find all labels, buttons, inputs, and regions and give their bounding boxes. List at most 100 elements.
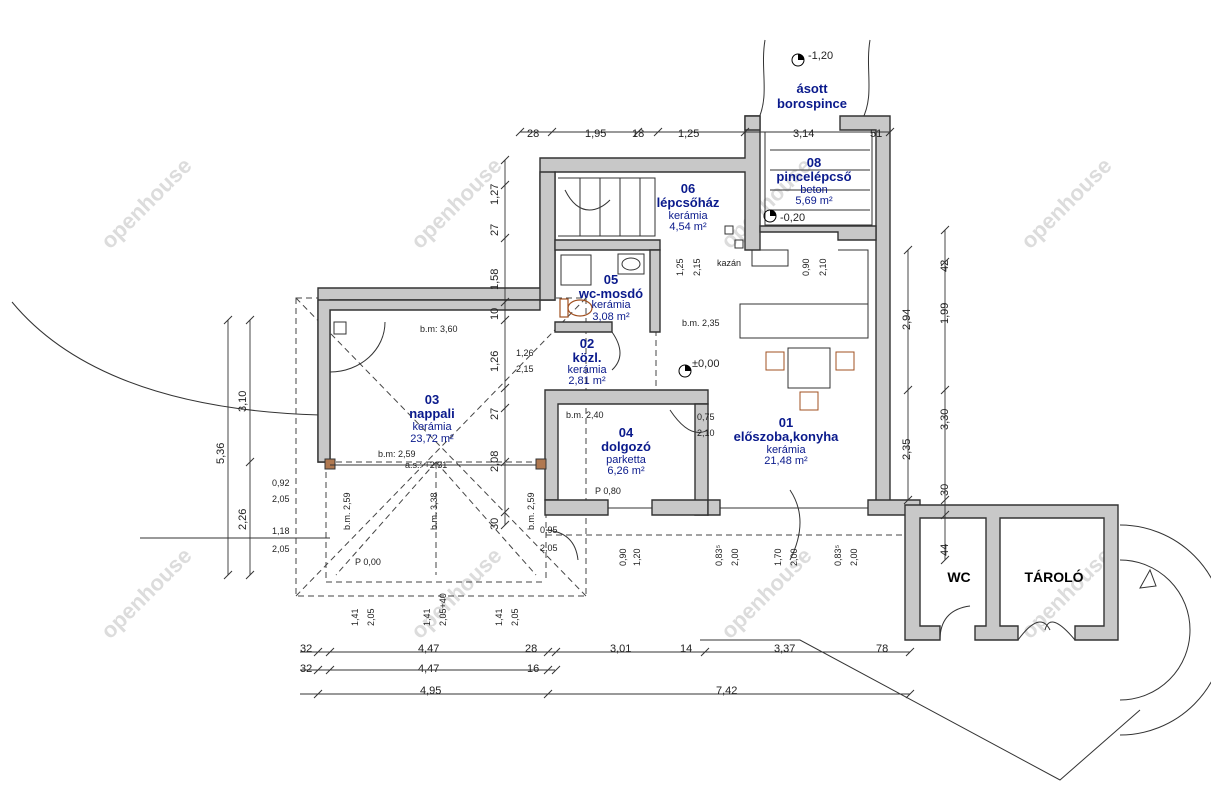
dimension-tick [700,647,710,657]
room-name: előszoba,konyha [734,429,840,444]
dimension-tick [500,457,510,467]
annotation: 1,20 [632,548,642,566]
cellar-label: ásott [796,81,828,96]
room-name: pincelépcső [776,169,851,184]
room-name: dolgozó [601,439,651,454]
dim-left: 1,58 [489,269,501,290]
room-name: wc-mosdó [578,286,643,301]
dim-right: 44 [939,544,951,556]
dimension-tick [543,647,553,657]
dimension-ticks [223,127,950,699]
room-labels: ásott borospince 08 pincelépcső beton 5,… [409,81,1083,585]
dimension-tick [940,385,950,395]
annotation: 0,90 [618,548,628,566]
annotation: b.m. 2,59 [342,492,352,530]
dimension-lines [140,131,946,695]
wc-label: WC [947,569,970,585]
room-area: 5,69 m² [795,195,833,207]
annotation: 2,10 [697,428,715,438]
dim-left: 10 [489,308,501,320]
cellar-label: borospince [777,96,847,111]
room-material: kerámia [668,210,708,222]
room-area: 6,26 m² [607,465,645,477]
dimension-tick [245,315,255,325]
dim-right: 42 [939,260,951,272]
dim-bottom: 78 [876,643,888,655]
dim-bottom: 7,42 [716,685,737,697]
annotation: 2,00 [849,548,859,566]
toilet [567,299,593,317]
dim-top: 1,95 [585,128,606,140]
dimension-tick [500,383,510,393]
roof-ridge [335,461,437,576]
dimension-tick [543,665,553,675]
dim-right: 3,30 [939,409,951,430]
dim-right: 2,35 [901,439,913,460]
dimension-tick [500,233,510,243]
room-number: 05 [604,272,618,287]
dimension-tick [500,507,510,517]
terrain-line [700,639,1141,781]
dim-right: 2,94 [901,309,913,330]
dim-top: 28 [527,128,539,140]
annotation: 0,90 [801,258,811,276]
room-number: 02 [580,336,594,351]
annotation: b.m: 2,59 [378,449,416,459]
dimension-tick [313,647,323,657]
annotation: 2,05 [272,544,290,554]
dim-bottom: 32 [300,643,312,655]
annotation: 2,05 [540,543,558,553]
annotation: 0,92 [272,478,290,488]
annotation: 0,83⁵ [833,544,843,566]
dimension-tick [653,127,663,137]
watermark: openhouse [1016,153,1117,254]
fixtures [329,131,1211,736]
room-height: b.m. 2,40 [566,410,604,420]
room-name: közl. [573,350,602,365]
annotation: 2,05 [366,608,376,626]
annotation: 1,18 [272,526,290,536]
annotation: 2,00 [789,548,799,566]
annotation: 0,83⁵ [714,544,724,566]
dim-left-outer: 2,26 [237,509,249,530]
dimension-tick [325,647,335,657]
dimension-tick [885,127,895,137]
level-stair: -0,20 [780,212,805,224]
room-number: 06 [681,181,695,196]
dimension-tick [633,127,643,137]
dim-top: 18 [632,128,644,140]
room-area: 2,81 m² [568,375,606,387]
watermark: openhouse [96,543,197,644]
room-name: nappali [409,406,455,421]
annotation: 2,10 [818,258,828,276]
dimension-tick [940,510,950,520]
level-markers: -1,20 -0,20 ±0,00 [678,50,833,378]
annotation: 2,05 [272,494,290,504]
annotation: P 0,00 [355,557,381,567]
room-material: kerámia [591,299,631,311]
dim-left-outer: 3,10 [237,391,249,412]
annotation: b.m. 3,38 [429,492,439,530]
dimension-tick [500,315,510,325]
annotation: 0,95 [540,525,558,535]
dim-bottom: 4,95 [420,685,441,697]
annotation: 1,26 [516,348,534,358]
dimension-tick [223,315,233,325]
dim-right: 1,99 [939,303,951,324]
watermark: openhouse [96,153,197,254]
dim-bottom: 32 [300,663,312,675]
dim-right: 30 [939,484,951,496]
dimension-tick [903,385,913,395]
annotation: 1,41 [422,608,432,626]
room-number: 04 [619,425,634,440]
walls [317,115,1119,641]
dim-top: 3,14 [793,128,814,140]
room-material: kerámia [567,364,607,376]
dim-top: 51 [870,128,882,140]
cellar-outline [757,39,766,121]
dimension-tick [905,689,915,699]
room-material: parketta [606,454,647,466]
room-number: 01 [779,415,793,430]
dim-left: 1,27 [489,184,501,205]
annotation: 1,41 [494,608,504,626]
